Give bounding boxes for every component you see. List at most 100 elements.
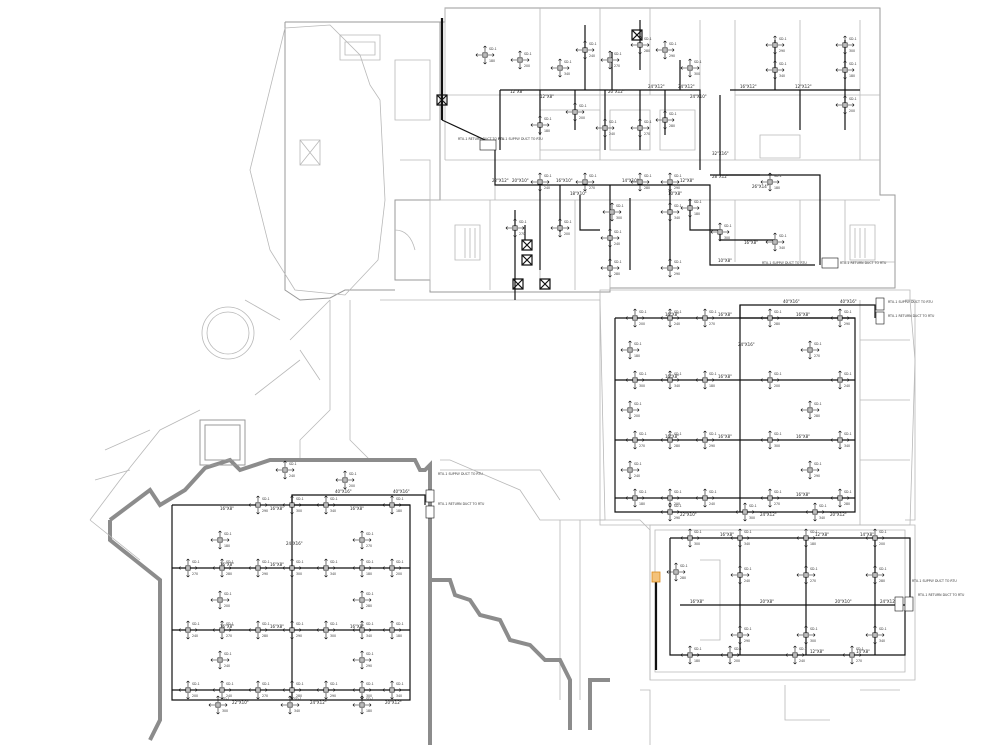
diffuser-box (185, 627, 191, 633)
duct-label: 12"X8" (815, 532, 829, 537)
diffuser-box (667, 315, 673, 321)
diffuser-box (792, 652, 798, 658)
diffuser-cfm: 290 (674, 516, 680, 520)
diffuser-tag: SD-1 (296, 497, 304, 501)
throw-arrows-icon (760, 308, 780, 328)
diffuser-tag: SD-1 (226, 622, 234, 626)
diffuser-tag: SD-1 (294, 697, 302, 701)
diffuser-cfm: 270 (262, 694, 268, 698)
exhaust-fan-icon (521, 254, 533, 266)
rtu-return-callout: RTU-1 RETURN DUCT TO RTU (840, 261, 887, 265)
rtu-supply-callout: RTU-1 SUPPLY DUCT TO RTU (912, 579, 957, 583)
rtu-return-callout: RTU-1 RETURN DUCT TO RTU (458, 137, 505, 141)
diffuser-tag: SD-1 (724, 224, 732, 228)
diffuser-cfm: 280 (644, 49, 650, 53)
diffuser-box (215, 702, 221, 708)
duct-label: 16"X8" (796, 434, 810, 439)
diffuser-box (602, 125, 608, 131)
diffuser-cfm: 200 (564, 232, 570, 236)
building-walls (89, 7, 916, 745)
diffuser-cfm: 280 (814, 414, 820, 418)
diffuser-tag: SD-1 (709, 310, 717, 314)
diffuser-box (667, 265, 673, 271)
diffuser-cfm: 280 (644, 186, 650, 190)
diffuser-cfm: 290 (262, 572, 268, 576)
diffuser-cfm: 290 (844, 322, 850, 326)
throw-arrows-icon (865, 625, 885, 645)
duct-label: 16"X8" (270, 506, 284, 511)
throw-arrows-icon (530, 115, 550, 135)
duct-label: 20"X8" (760, 599, 774, 604)
throw-arrows-icon (865, 528, 885, 548)
diffuser-box (837, 437, 843, 443)
diffuser-cfm: 300 (749, 516, 755, 520)
diffuser-cfm: 280 (262, 634, 268, 638)
diffuser-tag: SD-1 (694, 647, 702, 651)
throw-arrows-icon (625, 370, 645, 390)
throw-arrows-icon (695, 370, 715, 390)
diffuser-cfm: 290 (674, 186, 680, 190)
diffuser-box (767, 377, 773, 383)
diffuser-cfm: 200 (224, 604, 230, 608)
diffuser-cfm: 270 (589, 186, 595, 190)
diffuser-cfm: 240 (192, 634, 198, 638)
throw-arrows-icon (785, 645, 805, 665)
throw-arrows-icon (565, 102, 585, 122)
diffuser-box (255, 687, 261, 693)
throw-arrows-icon (178, 558, 198, 578)
throw-arrows-icon (316, 495, 336, 515)
diffuser-cfm: 180 (639, 502, 645, 506)
throw-arrows-icon (210, 590, 230, 610)
duct-label: 22"X12" (492, 178, 509, 183)
diffuser-tag: SD-1 (330, 497, 338, 501)
diffuser-cfm: 180 (489, 59, 495, 63)
exhaust-fan-icon (631, 29, 643, 41)
diffuser-tag: SD-1 (814, 342, 822, 346)
diffuser-box (772, 42, 778, 48)
diffuser-tag: SD-1 (694, 530, 702, 534)
diffuser-cfm: 340 (844, 444, 850, 448)
diffuser-box (767, 315, 773, 321)
diffuser-tag: SD-1 (262, 682, 270, 686)
diffuser-cfm: 240 (614, 242, 620, 246)
diffuser-box (289, 565, 295, 571)
diffuser-box (767, 179, 773, 185)
duct-label: 16"X8" (690, 599, 704, 604)
diffuser-box (637, 125, 643, 131)
diffuser-cfm: 200 (849, 109, 855, 113)
throw-arrows-icon (660, 202, 680, 222)
diffuser-cfm: 280 (226, 572, 232, 576)
throw-arrows-icon (835, 95, 855, 115)
diffuser-box (842, 102, 848, 108)
throw-arrows-icon (660, 430, 680, 450)
diffuser-cfm: 180 (694, 212, 700, 216)
diffuser-box (667, 179, 673, 185)
diffuser-cfm: 200 (674, 502, 680, 506)
duct-label: 16"X8" (220, 624, 234, 629)
throw-arrows-icon (760, 370, 780, 390)
throw-arrows-icon (280, 695, 300, 715)
diffuser-tag: SD-1 (330, 682, 338, 686)
diffuser-tag: SD-1 (799, 647, 807, 651)
diffuser-tag: SD-1 (779, 62, 787, 66)
